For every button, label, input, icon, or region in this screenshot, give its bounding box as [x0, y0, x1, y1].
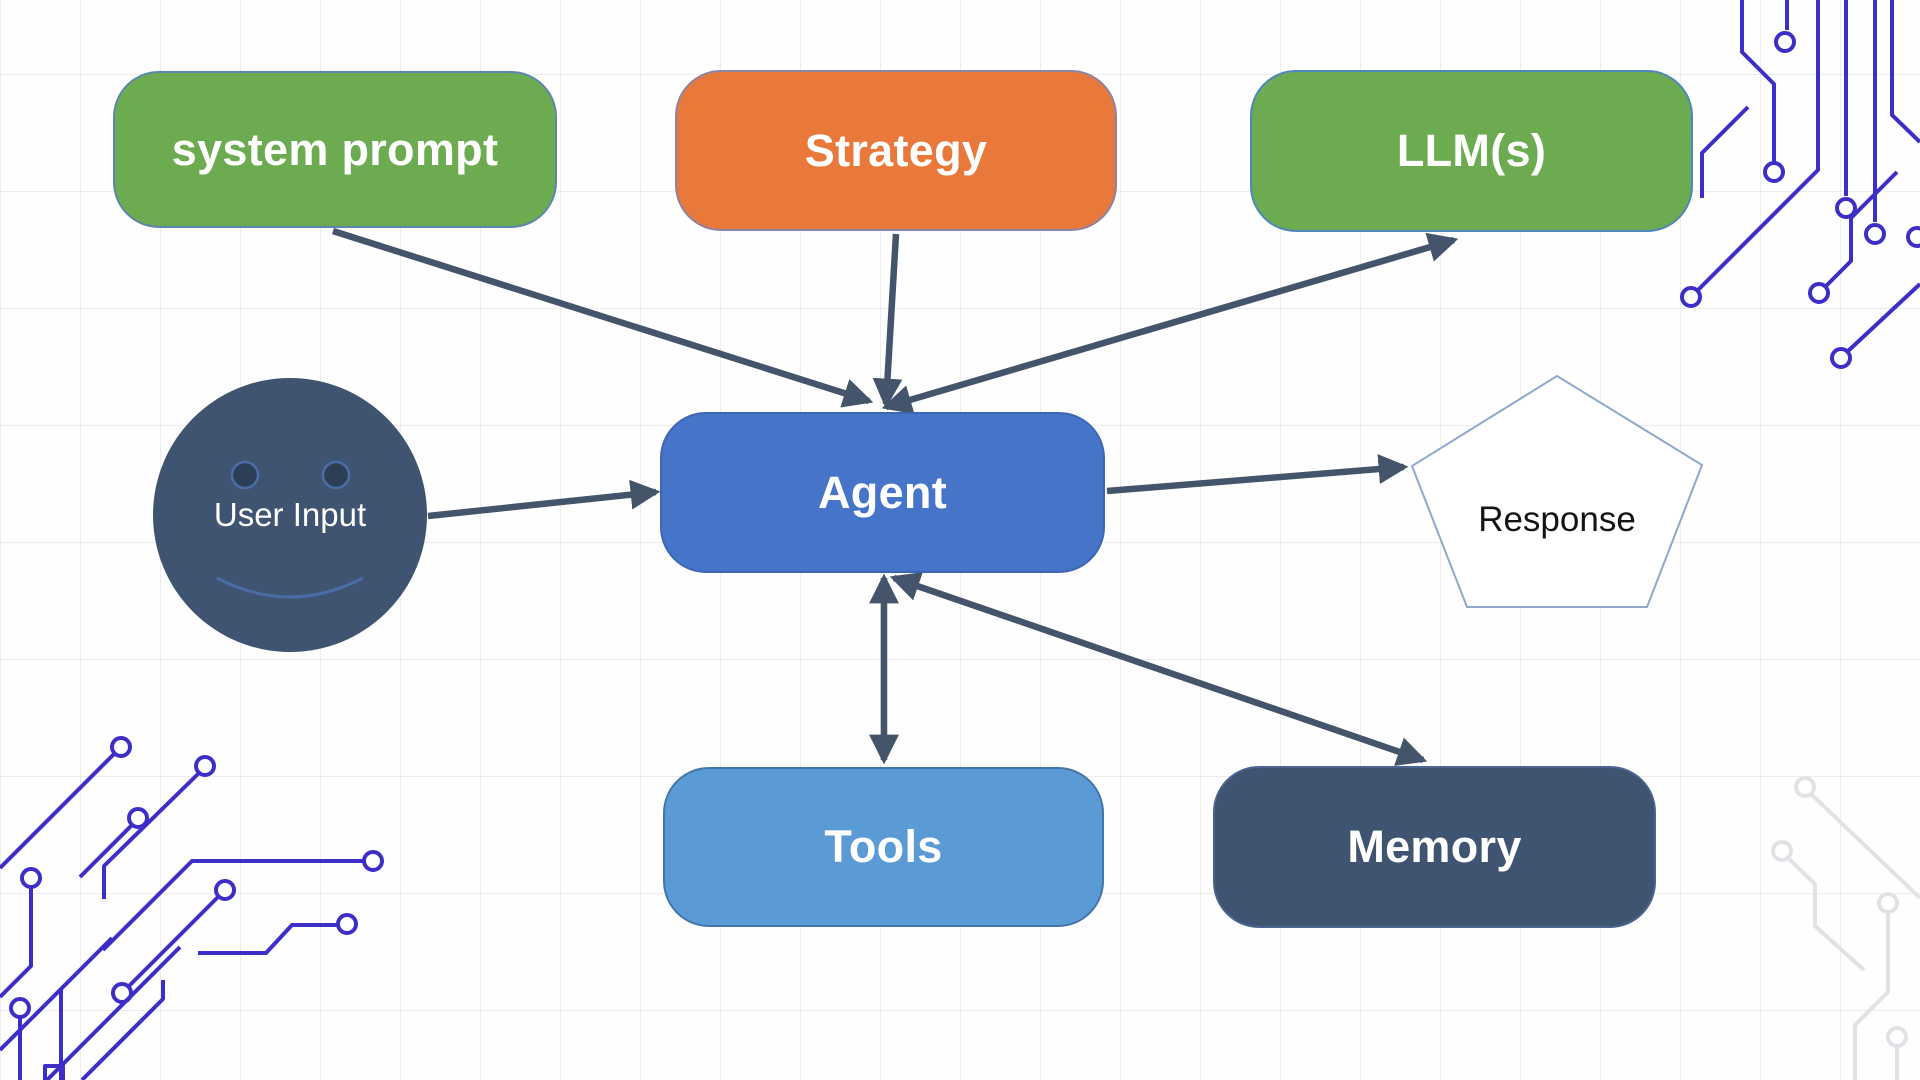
smiley-face-icon: [153, 378, 427, 652]
circuit-decoration-bottom-left-icon: [0, 736, 384, 1080]
circuit-decoration-bottom-right-icon: [1771, 776, 1920, 1080]
node-llms-label: LLM(s): [1396, 125, 1547, 176]
node-strategy-label: Strategy: [804, 124, 988, 176]
node-tools: Tools: [663, 767, 1104, 927]
node-llms: LLM(s): [1250, 70, 1693, 232]
node-agent-label: Agent: [818, 466, 947, 518]
user-input-node: [153, 378, 427, 652]
node-memory: Memory: [1213, 766, 1656, 928]
smiley-mouth: [216, 576, 364, 599]
node-agent: Agent: [660, 412, 1105, 573]
node-system-prompt-label: system prompt: [171, 123, 499, 175]
circuit-decoration-top-right-icon: [1680, 0, 1920, 369]
node-system-prompt: system prompt: [113, 71, 557, 228]
edge-strategy-to-agent: [872, 233, 903, 409]
edge-agent-to-llms: [881, 232, 1459, 415]
node-tools-label: Tools: [824, 821, 943, 872]
smiley-left-eye: [230, 460, 260, 490]
edge-user-input-to-agent: [427, 479, 661, 520]
node-memory-label: Memory: [1347, 821, 1522, 872]
connector-arrows: [332, 227, 1459, 766]
edge-agent-to-response: [1106, 454, 1409, 495]
node-strategy: Strategy: [675, 70, 1117, 231]
edge-system-prompt-to-agent: [332, 227, 874, 408]
response-pentagon: [1410, 374, 1704, 608]
smiley-right-eye: [321, 460, 351, 490]
edge-agent-to-memory: [889, 572, 1428, 766]
